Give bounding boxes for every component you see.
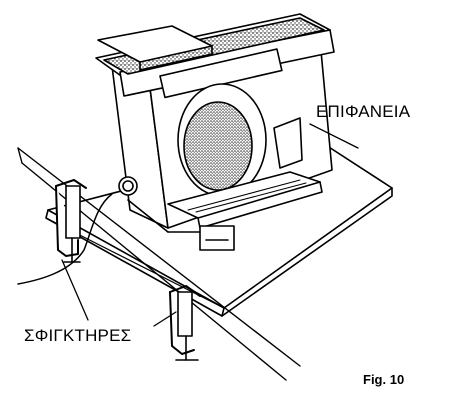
clamp-lower	[169, 285, 201, 361]
disc-work-table	[167, 171, 323, 251]
sanding-disc-assembly	[177, 83, 267, 197]
clamp-upper	[55, 179, 87, 263]
surface-leader-line	[309, 123, 359, 149]
clamp-leader-line-2	[153, 311, 177, 327]
sanding-belt	[103, 17, 325, 75]
surface-label: ΕΠΙΦΑΝΕΙΑ	[316, 102, 411, 121]
clamps-label: ΣΦΙΓΚΤΗΡΕΣ	[24, 326, 132, 345]
figure-number: Fig. 10	[363, 372, 405, 387]
clamp-leader-line-1	[61, 259, 89, 321]
power-cord	[17, 193, 113, 285]
tension-knob	[118, 176, 138, 196]
right-bracket	[273, 117, 303, 169]
